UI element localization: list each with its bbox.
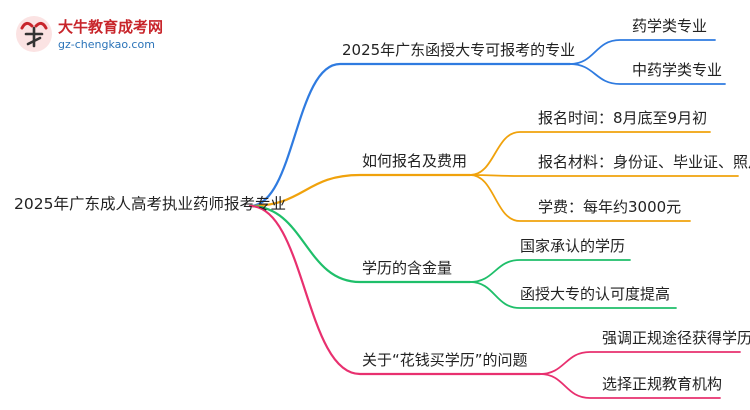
leaf-connector-2-1: [469, 281, 677, 309]
leaf-state-recognized: 国家承认的学历: [520, 237, 626, 255]
leaf-formal-channel: 强调正规途径获得学历: [602, 329, 750, 347]
branch-connector-3: [248, 204, 542, 376]
branch-buying-degree: 关于“花钱买学历”的问题: [362, 351, 528, 369]
logo-name: 大牛教育成考网: [58, 18, 164, 36]
branch-connector-2: [248, 204, 472, 284]
leaf-tcm-pharmacy-major: 中药学类专业: [632, 61, 723, 79]
branch-majors: 2025年广东函授大专可报考的专业: [342, 41, 576, 59]
branch-registration-fees: 如何报名及费用: [362, 152, 468, 170]
leaf-connector-3-0: [539, 351, 741, 375]
leaf-connector-1-2: [469, 174, 691, 222]
leaf-connector-0-0: [569, 39, 716, 65]
site-logo: 大牛教育成考网 gz-chengkao.com: [14, 14, 189, 58]
leaf-recognition-improved: 函授大专的认可度提高: [520, 285, 671, 303]
leaf-connector-1-0: [469, 131, 711, 176]
leaf-registration-documents: 报名材料：身份证、毕业证、照片: [538, 153, 750, 171]
leaf-registration-time: 报名时间：8月底至9月初: [538, 109, 708, 127]
root-topic: 2025年广东成人高考执业药师报考专业: [14, 195, 286, 213]
connector-lines: [248, 39, 741, 399]
bull-logo-icon: [16, 16, 52, 52]
leaf-formal-institution: 选择正规教育机构: [602, 375, 723, 393]
leaf-connector-1-1: [469, 174, 739, 177]
leaf-tuition: 学费：每年约3000元: [538, 198, 682, 216]
leaf-connector-0-1: [569, 63, 726, 85]
branch-connector-1: [248, 173, 472, 208]
leaf-pharmacy-major: 药学类专业: [632, 17, 708, 35]
leaf-connector-2-0: [469, 259, 631, 283]
branch-connector-0: [248, 62, 572, 208]
branch-degree-value: 学历的含金量: [362, 259, 453, 277]
logo-url: gz-chengkao.com: [58, 38, 155, 51]
leaf-connector-3-1: [539, 373, 721, 399]
